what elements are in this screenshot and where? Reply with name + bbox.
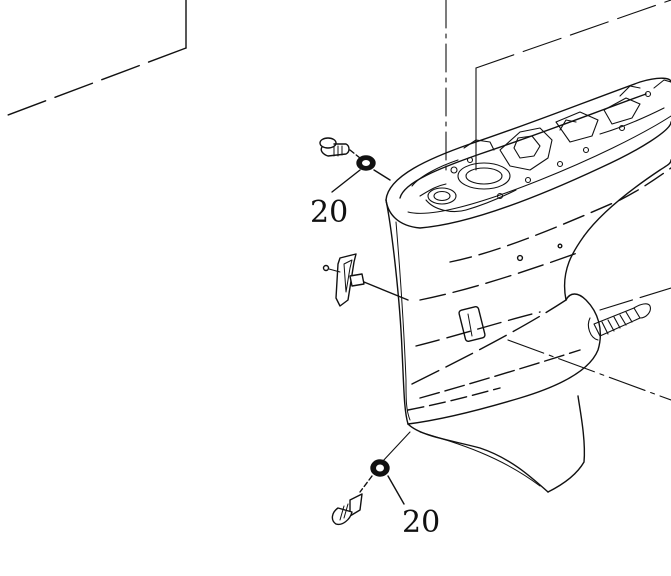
upper-plug-screw: [319, 137, 361, 159]
upper-callout-leader: [331, 169, 361, 193]
propeller-shaft: [587, 303, 651, 341]
lower-plug-screw: [331, 475, 373, 526]
lower-callout-leader: [387, 475, 405, 505]
lower-gasket-washer: [370, 459, 390, 477]
lower-unit-housing: [385, 77, 671, 493]
upper-gasket-washer: [356, 155, 391, 181]
trim-tab-anode: [322, 253, 409, 307]
housing-top-deck: [411, 79, 671, 213]
reference-frame-lines: [0, 0, 187, 119]
center-lines: [381, 0, 671, 463]
callout-lower: 20: [402, 505, 440, 540]
callout-upper: 20: [310, 195, 348, 230]
